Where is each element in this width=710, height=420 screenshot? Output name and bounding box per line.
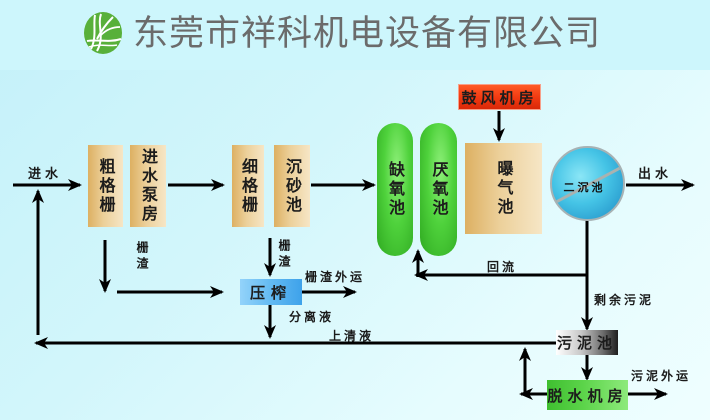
node-label: 鼓风机房	[461, 88, 538, 107]
node-sludge-tank[interactable]: 污泥池	[556, 330, 618, 355]
label-sludge-export: 污泥外运	[631, 369, 692, 383]
node-label: 曝气池	[494, 160, 514, 217]
node-label: 进水泵房	[139, 148, 158, 224]
node-label: 污泥池	[556, 334, 617, 352]
node-press[interactable]: 压榨	[240, 279, 302, 305]
node-label: 厌氧池	[429, 161, 449, 218]
label-separated-liquid: 分离液	[289, 310, 335, 324]
label-excess-sludge: 剩余污泥	[594, 293, 655, 307]
node-fine-screen[interactable]: 细格栅	[232, 145, 264, 227]
node-label: 脱水机房	[547, 386, 628, 405]
label-screenings-export: 栅渣外运	[305, 270, 366, 284]
header-banner: 东莞市祥科机电设备有限公司	[0, 0, 710, 70]
company-name-title: 东莞市祥科机电设备有限公司	[133, 14, 602, 54]
node-label: 细格栅	[239, 157, 258, 215]
node-aeration-tank[interactable]: 曝气池	[465, 143, 542, 234]
node-blower-room[interactable]: 鼓风机房	[458, 84, 541, 110]
label-inflow: 进水	[28, 167, 63, 182]
label-return-flow: 回流	[487, 260, 518, 274]
node-coarse-screen[interactable]: 粗格栅	[88, 145, 123, 227]
label-screenings-coarse: 栅渣	[135, 241, 149, 273]
node-label: 粗格栅	[96, 157, 116, 215]
node-dewatering-room[interactable]: 脱水机房	[547, 380, 628, 410]
node-anoxic-tank[interactable]: 缺氧池	[377, 123, 413, 256]
node-secondary-clarifier[interactable]: 二沉池	[550, 146, 625, 221]
node-grit-chamber[interactable]: 沉砂池	[274, 145, 310, 227]
node-anaerobic-tank[interactable]: 厌氧池	[420, 123, 457, 256]
label-supernatant: 上清液	[329, 329, 375, 343]
node-label: 沉砂池	[283, 157, 302, 215]
company-leaf-logo-icon	[84, 12, 122, 54]
node-label: 二沉池	[563, 180, 606, 194]
node-label: 缺氧池	[386, 161, 405, 218]
label-outflow: 出水	[638, 167, 673, 182]
label-screenings-fine: 栅渣	[277, 239, 291, 271]
node-label: 压榨	[249, 283, 292, 302]
node-pump-house[interactable]: 进水泵房	[130, 145, 166, 227]
